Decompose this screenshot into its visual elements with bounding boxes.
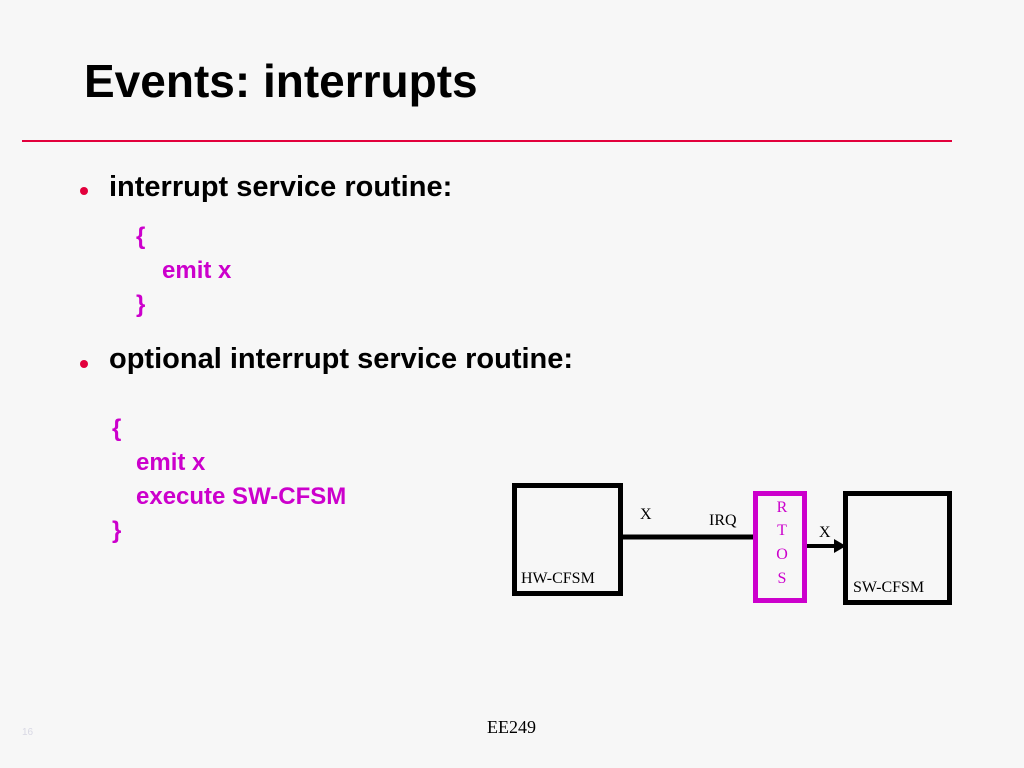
rtos-letter-o: O [776, 546, 788, 563]
rtos-box [753, 491, 807, 603]
irq-label: IRQ [709, 512, 737, 529]
bullet-1-text: interrupt service routine: [109, 171, 453, 203]
footer-course-code: EE249 [487, 717, 536, 737]
hw-cfsm-label: HW-CFSM [521, 570, 595, 587]
bullet-dot-1 [80, 187, 88, 195]
sw-cfsm-label: SW-CFSM [853, 579, 925, 596]
code-1-open-brace: { [136, 223, 146, 250]
code-1-emit: emit x [162, 257, 232, 284]
title-divider [22, 140, 952, 142]
code-2-emit: emit x [136, 449, 206, 476]
sw-cfsm-box [843, 491, 952, 605]
page-number: 16 [22, 727, 34, 738]
code-2-close-brace: } [112, 517, 122, 544]
signal-x-left-label: X [640, 506, 652, 523]
rtos-letter-t: T [777, 522, 787, 539]
x-signal-arrowhead [834, 539, 846, 553]
code-1-close-brace: } [136, 291, 146, 318]
signal-x-right-label: X [819, 524, 831, 541]
hw-cfsm-box [512, 483, 623, 596]
slide-title: Events: interrupts [84, 55, 478, 107]
bullet-dot-2 [80, 360, 88, 368]
rtos-letter-s: S [777, 570, 787, 587]
rtos-letter-r: R [776, 499, 788, 516]
code-2-open-brace: { [112, 415, 122, 442]
code-2-execute: execute SW-CFSM [136, 483, 347, 510]
bullet-2-text: optional interrupt service routine: [109, 343, 574, 375]
